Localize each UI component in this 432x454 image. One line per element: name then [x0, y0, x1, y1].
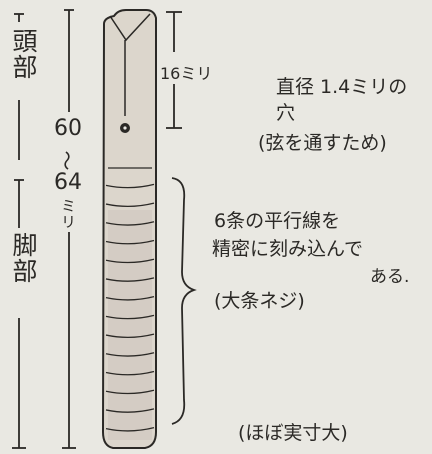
total-length-dimension-line — [62, 9, 76, 449]
grooves-note-line3: ある. — [370, 267, 410, 287]
grooves-note-line4: (大条ネジ) — [214, 290, 305, 312]
parallel-grooves — [105, 183, 155, 432]
head-bracket — [14, 13, 24, 160]
groove-line — [105, 239, 155, 245]
head-length-label: 16ミリ — [160, 64, 213, 83]
total-length-min: 60 — [54, 116, 82, 141]
groove-line — [105, 333, 155, 338]
groove-line — [105, 389, 155, 395]
grooves-note-line2: 精密に刻み込んで — [212, 238, 364, 260]
groove-line — [105, 314, 155, 320]
scale-note: (ほぼ実寸大) — [238, 422, 348, 444]
groove-line — [105, 202, 155, 207]
groove-line — [105, 408, 155, 413]
total-length-max: 64 — [54, 170, 82, 195]
hole-diameter-note: 直径 1.4ミリの — [276, 76, 408, 98]
groove-line — [105, 427, 155, 432]
grooves-note-line1: 6条の平行線を — [214, 210, 341, 232]
leg-bracket — [12, 179, 26, 449]
groove-line — [105, 296, 155, 301]
groove-line — [105, 221, 155, 226]
string-hole — [120, 123, 130, 133]
head-length-dimension-line — [166, 11, 182, 129]
groove-line — [105, 183, 155, 189]
groove-brace — [171, 177, 197, 425]
total-length-unit: ミリ — [59, 198, 77, 230]
hole-purpose-note: (弦を通すため) — [258, 132, 387, 154]
head-section-label: 頭部 — [9, 28, 38, 80]
groove-line — [105, 352, 155, 357]
total-length-tilde: 〜 — [54, 150, 79, 171]
groove-line — [105, 258, 155, 264]
peg-body — [101, 9, 157, 449]
leg-section-label: 脚部 — [9, 232, 38, 284]
groove-line — [105, 370, 155, 376]
groove-line — [105, 277, 155, 282]
hole-note-line2: 穴 — [276, 102, 296, 124]
top-v-groove — [109, 13, 151, 42]
